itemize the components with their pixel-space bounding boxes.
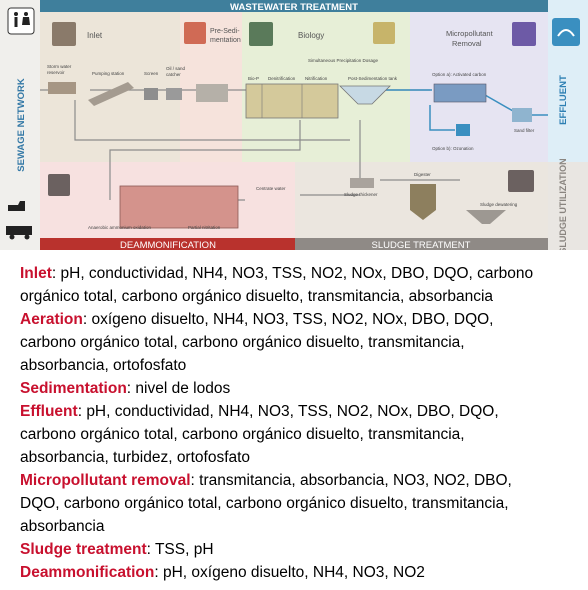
optiona-label: Option a): Activated carbon xyxy=(432,72,487,77)
sludge-dewatering xyxy=(466,210,506,224)
parameter-line: carbono orgánico total, carbono orgánico… xyxy=(20,423,580,446)
pumping-station xyxy=(88,82,134,106)
sewage-network-label: SEWAGE NETWORK xyxy=(16,78,27,172)
header-title: WASTEWATER TREATMENT xyxy=(230,2,358,13)
parameter-values: TSS, pH xyxy=(154,541,214,558)
activated-carbon xyxy=(433,83,487,103)
pre-sedimentation-tank xyxy=(196,84,228,102)
parameter-line: Aeration: oxígeno disuelto, NH4, NO3, TS… xyxy=(20,311,494,328)
parameter-label: Sludge treatment xyxy=(20,541,147,558)
micropollutant-icon xyxy=(512,22,536,46)
parameter-label: Effluent xyxy=(20,403,78,420)
parameter-values: pH, oxígeno disuelto, NH4, NO3, NO2 xyxy=(162,564,425,581)
parameter-line: absorbancia, turbidez, ortofosfato xyxy=(20,446,580,469)
parameter-line: DQO, carbono orgánico total, carbono org… xyxy=(20,492,580,515)
truck-icon xyxy=(6,226,32,235)
denit-label: Denitrification xyxy=(268,76,296,81)
sandfilter-label: Sand filter xyxy=(514,128,535,133)
dewatering-label: Sludge dewatering xyxy=(480,202,518,207)
parameter-line: carbono orgánico total, carbono orgánico… xyxy=(20,331,580,354)
thickener-label: Sludge thickener xyxy=(344,192,378,197)
parameter-line: absorbancia, ortofosfato xyxy=(20,354,580,377)
simul-label: Simultaneous Precipitation Dosage xyxy=(308,58,379,63)
postsed-label: Post-Sedimentation tank xyxy=(348,76,398,81)
storm-label-2: reservoir xyxy=(47,70,65,75)
sludge-utilization-label: SLUDGE UTILIZATION xyxy=(558,158,568,250)
sludge-thickener xyxy=(350,178,374,188)
parameter-label: Aeration xyxy=(20,311,83,328)
ozonation xyxy=(456,124,470,136)
storm-label: Storm water xyxy=(47,64,72,69)
biology-tank xyxy=(245,83,339,119)
screen-label: Screen xyxy=(144,71,159,76)
parameter-line: Micropollutant removal: transmitancia, a… xyxy=(20,472,512,489)
presed-title-1: Pre-Sedi- xyxy=(210,28,240,35)
effluent-icon xyxy=(552,18,580,46)
parameter-values: orgánico total, carbono orgánico disuelt… xyxy=(20,288,494,305)
parameter-values: absorbancia xyxy=(20,518,105,535)
inlet-icon xyxy=(52,22,76,46)
biop-label: Bio-P xyxy=(248,76,259,81)
biology-icon xyxy=(249,22,273,46)
nitri-label: Nitrification xyxy=(305,76,328,81)
dosage-icon xyxy=(373,22,395,44)
presed-icon xyxy=(184,22,206,44)
deammonification-band xyxy=(40,238,295,250)
parameter-list: Inlet: pH, conductividad, NH4, NO3, TSS,… xyxy=(20,262,580,584)
parameter-line: Sedimentation: nivel de lodos xyxy=(20,380,231,397)
parameter-label: Inlet xyxy=(20,265,52,282)
parameter-values: pH, conductividad, NH4, NO3, TSS, NO2, N… xyxy=(60,265,534,282)
parameter-line: Sludge treatment: TSS, pH xyxy=(20,541,214,558)
partial-label: Partial nitritation xyxy=(188,225,221,230)
sludge-treatment-band xyxy=(295,238,548,250)
oil-label-2: catcher xyxy=(166,72,181,77)
parameter-values: pH, conductividad, NH4, NO3, TSS, NO2, N… xyxy=(86,403,499,420)
biology-title: Biology xyxy=(298,31,324,40)
wastewater-diagram: WASTEWATER TREATMENT SEWAGE NETWORK EFFL… xyxy=(0,0,588,250)
parameter-values: nivel de lodos xyxy=(135,380,231,397)
parameter-label: Sedimentation xyxy=(20,380,127,397)
anaerobic-label: Anaerobic ammonium oxidation xyxy=(88,225,152,230)
digester xyxy=(410,184,436,220)
storm-reservoir xyxy=(48,82,76,94)
parameter-line: Inlet: pH, conductividad, NH4, NO3, TSS,… xyxy=(20,265,534,282)
sludge-utilization-band xyxy=(548,162,588,250)
parameter-values: oxígeno disuelto, NH4, NO3, TSS, NO2, NO… xyxy=(91,311,494,328)
sludge-treatment-label: SLUDGE TREATMENT xyxy=(372,240,471,250)
optionb-label: Option b): Ozonation xyxy=(432,146,474,151)
parameter-values: absorbancia, ortofosfato xyxy=(20,357,187,374)
screen xyxy=(144,88,158,100)
parameter-values: carbono orgánico total, carbono orgánico… xyxy=(20,426,465,443)
deammonification-label: DEAMMONIFICATION xyxy=(120,240,216,250)
cow-icon xyxy=(8,201,25,211)
restroom-icon xyxy=(7,7,35,35)
oil-catcher xyxy=(166,88,182,100)
oil-label: Oil / sand xyxy=(166,66,186,71)
effluent-label: EFFLUENT xyxy=(558,75,569,125)
deammonification-tank xyxy=(119,185,239,229)
parameter-values: absorbancia, turbidez, ortofosfato xyxy=(20,449,251,466)
micro-title-1: Micropollutant xyxy=(446,29,494,38)
centrate-label: Centrate water xyxy=(256,186,286,191)
presed-title-2: mentation xyxy=(210,37,241,44)
parameter-line: Deammonification: pH, oxígeno disuelto, … xyxy=(20,564,425,581)
parameter-line: absorbancia xyxy=(20,515,580,538)
parameter-values: carbono orgánico total, carbono orgánico… xyxy=(20,334,465,351)
inlet-title: Inlet xyxy=(87,31,103,40)
micro-title-2: Removal xyxy=(452,39,482,48)
parameter-label: Micropollutant removal xyxy=(20,472,191,489)
parameter-values: DQO, carbono orgánico total, carbono org… xyxy=(20,495,509,512)
post-sedimentation-tank xyxy=(339,85,391,105)
parameter-values: transmitancia, absorbancia, NO3, NO2, DB… xyxy=(199,472,512,489)
header-band xyxy=(40,0,548,12)
digester-label: Digester xyxy=(414,172,431,177)
parameter-line: Effluent: pH, conductividad, NH4, NO3, T… xyxy=(20,403,499,420)
parameter-label: Deammonification xyxy=(20,564,155,581)
parameter-line: orgánico total, carbono orgánico disuelt… xyxy=(20,285,580,308)
sludge-dewatering-icon xyxy=(508,170,534,192)
pumping-label: Pumping station xyxy=(92,71,125,76)
sand-filter xyxy=(512,108,532,122)
deammonification-icon xyxy=(48,174,70,196)
